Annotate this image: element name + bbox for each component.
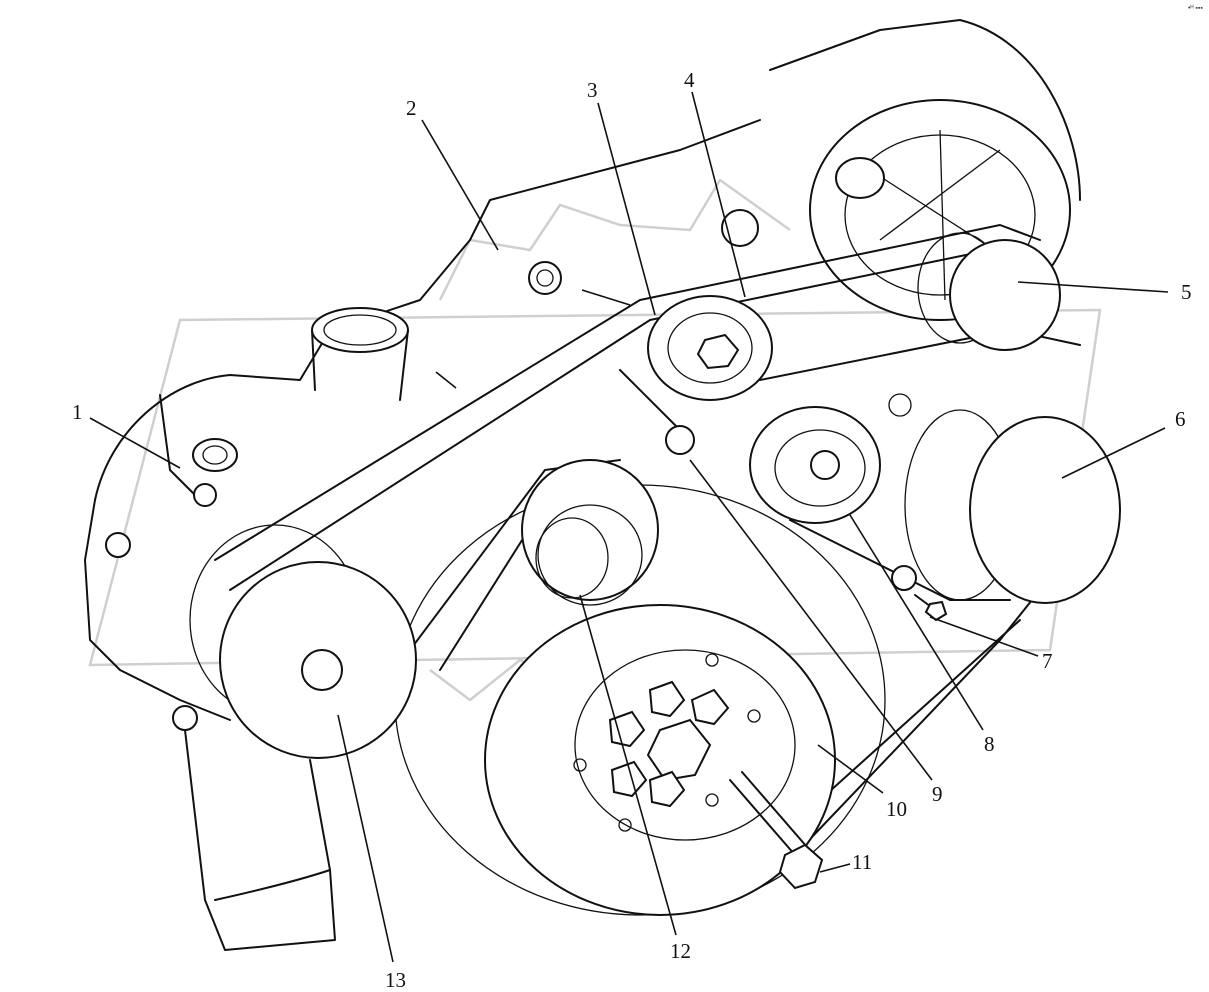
callout-4: 4 <box>684 68 695 92</box>
idler-pulley-upper <box>647 295 773 401</box>
water-pipe <box>184 729 336 951</box>
callout-1: 1 <box>72 400 83 424</box>
callout-labels: 1 2 3 4 5 6 7 8 9 10 11 12 13 <box>72 68 1192 992</box>
alternator-pulley <box>917 232 1061 351</box>
water-pump-pulley <box>189 524 417 759</box>
bolt-7 <box>891 565 948 622</box>
crankshaft-damper <box>394 484 886 916</box>
callout-9: 9 <box>932 782 943 806</box>
callout-13: 13 <box>385 968 406 992</box>
callout-5: 5 <box>1181 280 1192 304</box>
accessory-pulley-right <box>904 409 1121 604</box>
engine-housing <box>84 119 761 731</box>
callout-11: 11 <box>852 850 872 874</box>
thermostat-housing <box>311 307 409 401</box>
idler-pulley-lower <box>521 459 659 606</box>
callout-12: 12 <box>670 939 691 963</box>
corner-mark: •ᴴ ▪▪▪ <box>1188 5 1203 12</box>
bolt-9 <box>619 369 695 455</box>
callout-6: 6 <box>1175 407 1186 431</box>
tensioner-pulley <box>749 393 912 524</box>
bolt-11 <box>729 771 824 890</box>
callout-10: 10 <box>886 797 907 821</box>
callout-2: 2 <box>406 96 417 120</box>
callout-8: 8 <box>984 732 995 756</box>
leader-lines <box>89 91 1169 963</box>
callout-3: 3 <box>587 78 598 102</box>
callout-7: 7 <box>1042 649 1053 673</box>
